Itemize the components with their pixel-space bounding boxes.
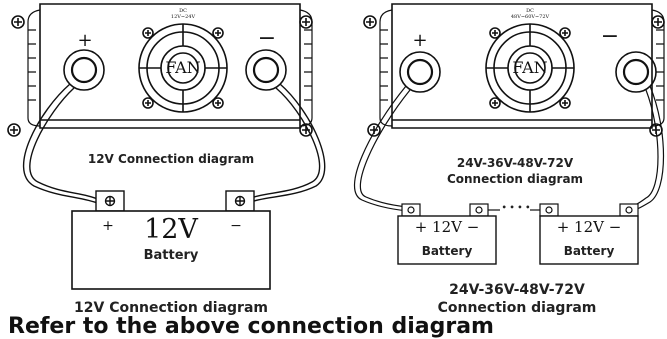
right-dc-label: DC 48V~60V~72V [510,8,550,20]
right-diagram-label-line2: Connection diagram [446,172,584,186]
right-battery-2 [539,215,639,265]
right-battery-2-text: + 12V − [556,218,622,236]
right-negative-terminal [615,51,657,93]
left-caption: 12V Connection diagram [74,300,268,316]
left-dc-label: DC 12V~24V [170,8,196,20]
left-diagram-label: 12V Connection diagram [87,152,255,166]
left-cables [22,83,326,205]
footer-partial-text: Refer to the above connection diagram [8,314,494,339]
right-plus-sign: + [412,30,428,51]
left-battery-voltage: 12V [144,214,198,245]
left-battery-minus: − [230,218,242,234]
connection-diagram-drawing [7,3,665,290]
right-positive-terminal [399,51,441,93]
right-battery-1-label: Battery [421,244,473,258]
left-battery-label: Battery [143,248,199,263]
left-battery-plus: + [102,218,114,234]
right-battery-1 [397,215,497,265]
right-inverter [353,3,665,265]
left-battery [71,210,271,290]
left-fan [138,23,228,113]
left-minus-sign: − [257,26,277,51]
right-caption-line1: 24V-36V-48V-72V [449,282,585,298]
right-battery-2-label: Battery [563,244,615,258]
left-fan-label: FAN [165,58,201,77]
right-series-dots: • • • • [501,203,531,212]
right-fan-label: FAN [512,58,548,77]
right-fan [485,23,575,113]
left-negative-terminal [245,49,287,91]
left-inverter [7,3,326,290]
left-side-fins-left [27,9,41,127]
right-caption-line2: Connection diagram [437,300,597,316]
left-positive-terminal [63,49,105,91]
left-battery-clamps [95,190,255,212]
left-plus-sign: + [77,30,93,51]
right-battery-1-text: + 12V − [414,218,480,236]
right-minus-sign: − [600,24,620,49]
right-diagram-label-line1: 24V-36V-48V-72V [456,156,574,170]
right-side-fins-left [379,9,393,127]
